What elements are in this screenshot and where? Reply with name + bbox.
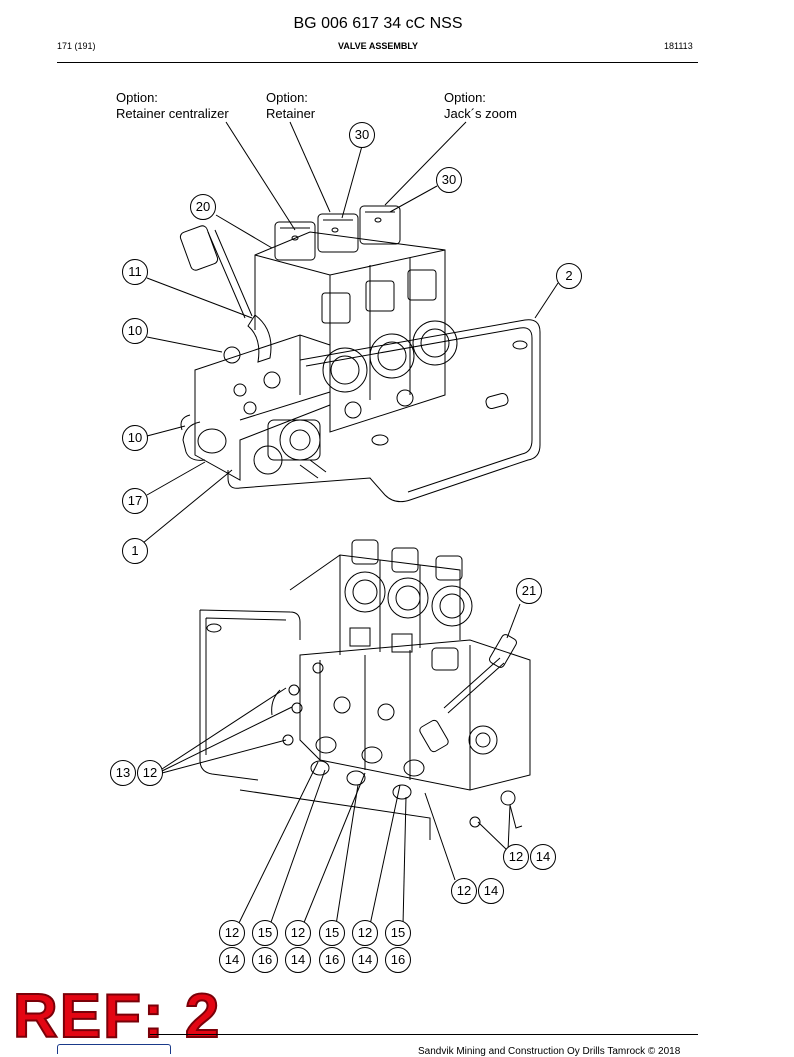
document-title: BG 006 617 34 cC NSS <box>293 15 463 32</box>
callout-12: 12 <box>503 844 529 870</box>
sandvik-logo <box>57 1044 171 1054</box>
callout-20: 20 <box>190 194 216 220</box>
callout-13: 13 <box>110 760 136 786</box>
callout-30: 30 <box>349 122 375 148</box>
callout-14: 14 <box>478 878 504 904</box>
callout-16: 16 <box>319 947 345 973</box>
callout-14: 14 <box>285 947 311 973</box>
callout-17: 17 <box>122 488 148 514</box>
callout-14: 14 <box>219 947 245 973</box>
option-value: Jack´s zoom <box>444 106 517 121</box>
section-title: VALVE ASSEMBLY <box>337 41 418 51</box>
option-retainer-centralizer: Option: Retainer centralizer <box>116 90 229 122</box>
callout-14: 14 <box>352 947 378 973</box>
option-label: Option: <box>266 90 308 105</box>
callout-14: 14 <box>530 844 556 870</box>
callout-16: 16 <box>252 947 278 973</box>
option-label: Option: <box>116 90 158 105</box>
callout-10: 10 <box>122 318 148 344</box>
option-value: Retainer <box>266 106 316 121</box>
callout-1: 1 <box>122 538 148 564</box>
mounting-bracket-upper <box>227 319 541 503</box>
option-label: Option: <box>444 90 486 105</box>
leader-lines <box>142 121 559 926</box>
callout-12: 12 <box>352 920 378 946</box>
callout-15: 15 <box>385 920 411 946</box>
valve-block-upper <box>179 205 458 481</box>
callout-30: 30 <box>436 167 462 193</box>
callout-12: 12 <box>285 920 311 946</box>
reference-stamp: REF: 2 <box>12 982 222 1051</box>
callout-2: 2 <box>556 263 582 289</box>
callout-12: 12 <box>451 878 477 904</box>
option-value: Retainer centralizer <box>116 106 229 121</box>
option-retainer: Option: Retainer <box>266 90 315 122</box>
valve-block-lower <box>282 539 531 829</box>
callout-16: 16 <box>385 947 411 973</box>
page-number: 171 (191) <box>57 41 96 51</box>
callout-11: 11 <box>122 259 148 285</box>
callout-12: 12 <box>219 920 245 946</box>
callout-15: 15 <box>319 920 345 946</box>
callout-12: 12 <box>137 760 163 786</box>
footer-rule <box>150 1034 698 1035</box>
callout-21: 21 <box>516 578 542 604</box>
document-code: 181113 <box>664 41 693 51</box>
mounting-bracket-lower <box>199 609 431 840</box>
option-jacks-zoom: Option: Jack´s zoom <box>444 90 517 122</box>
callout-10: 10 <box>122 425 148 451</box>
callout-15: 15 <box>252 920 278 946</box>
footer-copyright: Sandvik Mining and Construction Oy Drill… <box>418 1046 681 1057</box>
header-rule <box>57 62 698 63</box>
